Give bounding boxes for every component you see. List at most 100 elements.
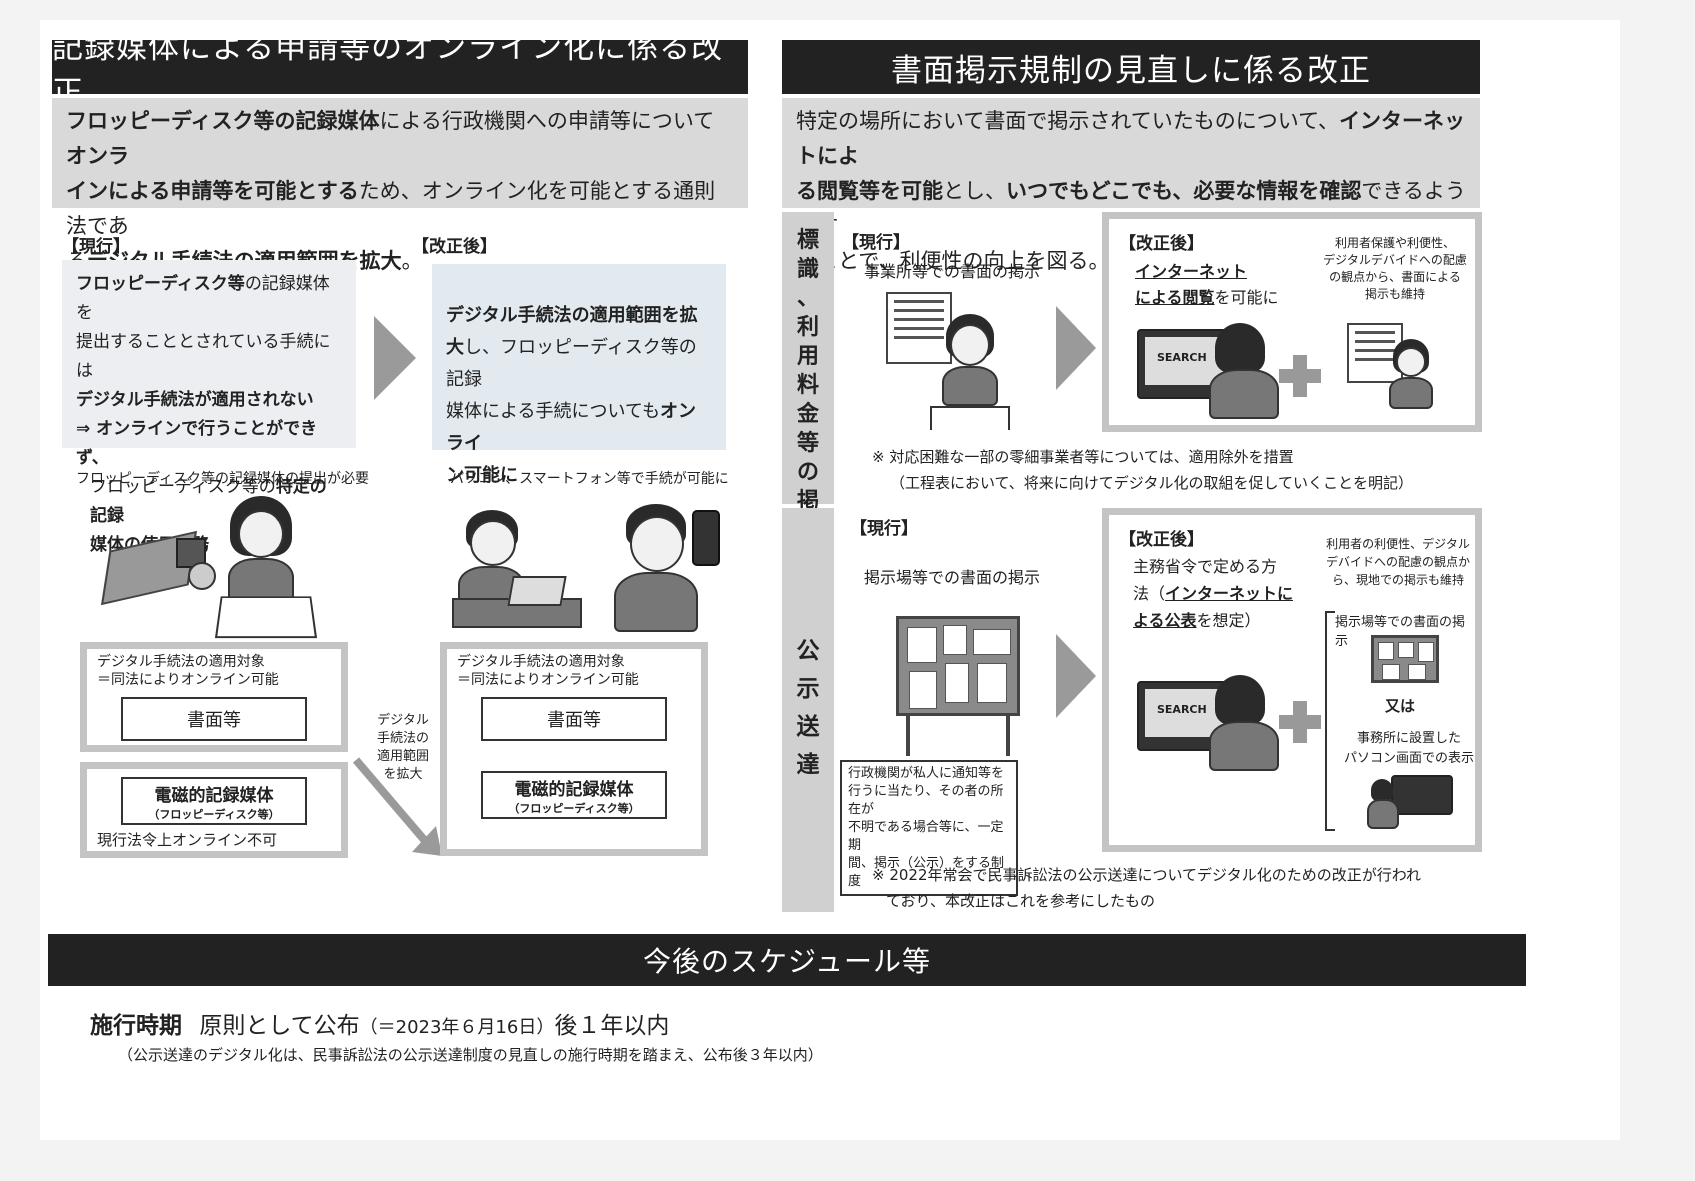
side-label-char: 公	[796, 638, 820, 664]
lead-text: による行政機関への申請等について	[379, 109, 715, 133]
current-box-bold: ⇒ オンラインで行うことができず、	[76, 419, 318, 468]
counter-icon	[930, 406, 1010, 430]
internet-link-text: よる公表	[1133, 611, 1197, 630]
public-after-frame: 【改正後】 主務省令で定める方 法（インターネットに よる公表を想定） 利用者の…	[1102, 508, 1482, 852]
side-label-char: 標	[796, 228, 819, 253]
document-box: 書面等	[121, 697, 307, 741]
current-box-bold: 特定の記録	[90, 477, 327, 526]
public-after-tag: 【改正後】	[1119, 530, 1204, 550]
option-or: 又は	[1385, 697, 1416, 715]
public-notice-side-label: 公示送達	[782, 508, 834, 912]
footnote-line: ※ 2022年常会で民事訴訟法の公示送達についてデジタル化のための改正が行われ	[872, 866, 1422, 884]
floppy-submission-illustration	[100, 490, 360, 640]
board-leg	[1006, 716, 1010, 756]
current-box-text: フロッピーディスク等の	[90, 477, 276, 497]
left-flow-arrow	[374, 316, 416, 400]
note-line: 利用者保護や利便性、	[1334, 236, 1455, 250]
schedule-main-line: 施行時期 原則として公布（＝2023年６月16日）後１年以内	[90, 1006, 669, 1040]
current-box-text: 提出することとされている手続には	[76, 332, 331, 381]
after-box-text: し、フロッピーディスク等の記録	[446, 337, 697, 390]
after-box-bold: ン可能に	[446, 465, 518, 486]
lead-text: 。	[401, 249, 423, 273]
current-excluded-frame: 電磁的記録媒体 （フロッピーディスク等） 現行法令上オンライン不可	[80, 762, 348, 858]
office-pc-icon	[1391, 775, 1453, 815]
callout-line: 不明である場合等に、一定期	[848, 820, 1004, 853]
exception-line: （工程表において、将来に向けてデジタル化の取組を促していくことを明記）	[890, 474, 1414, 492]
schedule-text: 後１年以内	[554, 1013, 670, 1039]
sign-after-frame: 【改正後】 インターネット による閲覧を可能に 利用者保護や利便性、 デジタルデ…	[1102, 212, 1482, 432]
left-current-tag: 【現行】	[62, 237, 130, 257]
cd-disc-icon	[188, 562, 216, 590]
lead-bold: いつでもどこでも、必要な情報を確認	[1006, 179, 1362, 203]
expand-scope-note: デジタル 手続法の 適用範囲 を拡大	[368, 712, 438, 784]
lead-text: とし、	[943, 179, 1006, 203]
side-label-char: 金	[796, 402, 819, 427]
public-current-text: 掲示場等での書面の掲示	[864, 568, 1041, 587]
scope-label: デジタル手続法の適用対象	[97, 654, 265, 670]
options-bracket	[1325, 611, 1335, 831]
side-label-char: 識	[796, 257, 819, 282]
right-section-header: 書面掲示規制の見直しに係る改正	[782, 40, 1480, 94]
option-bulletin-board: 掲示場等での書面の掲示	[1335, 615, 1466, 649]
after-scope-frame: デジタル手続法の適用対象 ＝同法によりオンライン可能 書面等 電磁的記録媒体 （…	[440, 642, 708, 856]
note-line: ら、現地での掲示も維持	[1331, 573, 1464, 587]
sign-current-text: 事業所等での書面の掲示	[864, 262, 1041, 281]
after-box-text: 媒体による手続についても	[446, 401, 661, 422]
public-notice-definition-callout: 行政機関が私人に通知等を 行うに当たり、その者の所在が 不明である場合等に、一定…	[840, 760, 1018, 896]
side-label-char: 料	[796, 373, 819, 398]
public-footnote: ※ 2022年常会で民事訴訟法の公示送達についてデジタル化のための改正が行われ …	[872, 862, 1421, 914]
public-after-text: 主務省令で定める方 法（インターネットに よる公表を想定）	[1133, 553, 1293, 634]
expand-note-line: デジタル	[377, 713, 429, 728]
note-line: の観点から、書面による	[1329, 270, 1461, 284]
side-label-char: 達	[796, 752, 820, 778]
posted-notice-icon	[886, 292, 952, 364]
current-box-bold: フロッピーディスク等	[76, 274, 245, 294]
current-box-bold: デジタル手続法が適用されない	[76, 390, 314, 410]
sign-after-text: インターネット による閲覧を可能に	[1135, 259, 1279, 311]
after-box-bold: 大	[446, 337, 464, 358]
document-box-label: 書面等	[547, 710, 601, 731]
note-line: 掲示も維持	[1364, 287, 1425, 301]
option-line: パソコン画面での表示	[1343, 751, 1474, 766]
right-lead-paragraph: 特定の場所において書面で掲示されていたものについて、インターネットによる閲覧等を…	[782, 98, 1480, 273]
lead-text: ため、オンライン化を可能とする通則法であ	[66, 179, 716, 238]
electronic-media-box: 電磁的記録媒体 （フロッピーディスク等）	[121, 777, 307, 825]
bulletin-board-icon	[896, 616, 1020, 716]
side-label-char: 等	[796, 431, 819, 456]
schedule-header: 今後のスケジュール等	[48, 934, 1526, 986]
electronic-media-box: 電磁的記録媒体 （フロッピーディスク等）	[481, 771, 667, 819]
side-label-char: 示	[796, 676, 820, 702]
lead-text: 特定の場所において書面で掲示されていたものについて、	[796, 109, 1340, 133]
callout-line: 行政機関が私人に通知等を	[848, 766, 1005, 781]
schedule-text: 原則として公布	[199, 1013, 360, 1039]
after-text-plain: 法（	[1133, 584, 1166, 603]
online-procedure-illustration	[452, 490, 722, 640]
side-label-char: 用	[796, 344, 819, 369]
lead-bold: インによる申請等を可能とする	[66, 179, 359, 203]
bulletin-board-icon	[1371, 635, 1439, 683]
public-keep-note: 利用者の利便性、デジタル デバイドへの配慮の観点か ら、現地での掲示も維持	[1315, 535, 1481, 589]
desk-paper-icon	[214, 596, 318, 639]
expand-note-line: 手続法の	[376, 731, 429, 746]
public-current-tag: 【現行】	[850, 519, 918, 539]
right-header-text: 書面掲示規制の見直しに係る改正	[891, 52, 1371, 89]
signage-side-label: 標識、利用料金等の掲示	[782, 212, 834, 543]
note-line: デジタルデバイドへの配慮	[1323, 253, 1467, 267]
scope-label: デジタル手続法の適用対象	[457, 654, 625, 670]
side-label-char: 、	[796, 286, 819, 311]
exception-line: ※ 対応困難な一部の零細事業者等については、適用除外を措置	[872, 448, 1294, 466]
electronic-media-sublabel: （フロッピーディスク等）	[148, 807, 280, 821]
after-text-line: 主務省令で定める方	[1133, 557, 1278, 576]
plus-icon	[1279, 355, 1321, 397]
callout-line: 間、掲示（公示）をする制度	[848, 856, 1005, 889]
sign-after-plain: を可能に	[1214, 288, 1279, 307]
sign-current-tag: 【現行】	[842, 233, 910, 253]
sign-keep-note: 利用者保護や利便性、 デジタルデバイドへの配慮 の観点から、書面による 掲示も維…	[1315, 235, 1475, 303]
document-box-label: 書面等	[187, 710, 241, 731]
expand-note-line: 適用範囲	[376, 749, 429, 764]
schedule-note: （公示送達のデジタル化は、民事訴訟法の公示送達制度の見直しの施行時期を踏まえ、公…	[118, 1046, 823, 1064]
side-label-char: の	[796, 460, 819, 485]
expand-scope-arrow	[352, 757, 442, 856]
option-line: 事務所に設置した	[1356, 731, 1461, 746]
document-box: 書面等	[481, 697, 667, 741]
